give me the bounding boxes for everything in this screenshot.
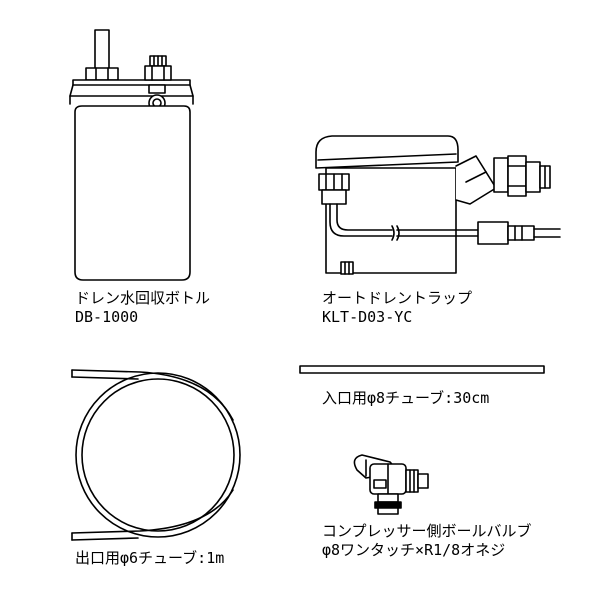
ball-valve [353, 454, 429, 515]
auto-drain-trap [315, 135, 561, 275]
drain-bottle-model: DB-1000 [75, 308, 139, 326]
drain-bottle-caption: ドレン水回収ボトル DB-1000 [75, 289, 210, 327]
auto-drain-trap-model: KLT-D03-YC [322, 308, 413, 326]
inlet-tube [299, 365, 545, 374]
ball-valve-spec: φ8ワンタッチ×R1/8オネジ [322, 541, 506, 559]
outlet-tube-coil [71, 369, 241, 541]
inlet-tube-name: 入口用φ8チューブ:30cm [322, 389, 490, 407]
auto-drain-trap-caption: オートドレントラップ KLT-D03-YC [322, 289, 472, 327]
drain-bottle-name: ドレン水回収ボトル [75, 289, 211, 307]
outlet-tube-caption: 出口用φ6チューブ:1m [75, 549, 224, 568]
ball-valve-caption: コンプレッサー側ボールバルブ φ8ワンタッチ×R1/8オネジ [322, 522, 532, 560]
drain-bottle [69, 29, 194, 281]
outlet-tube-name: 出口用φ6チューブ:1m [75, 549, 225, 567]
inlet-tube-caption: 入口用φ8チューブ:30cm [322, 389, 489, 408]
ball-valve-name: コンプレッサー側ボールバルブ [322, 522, 532, 540]
auto-drain-trap-name: オートドレントラップ [322, 289, 473, 307]
